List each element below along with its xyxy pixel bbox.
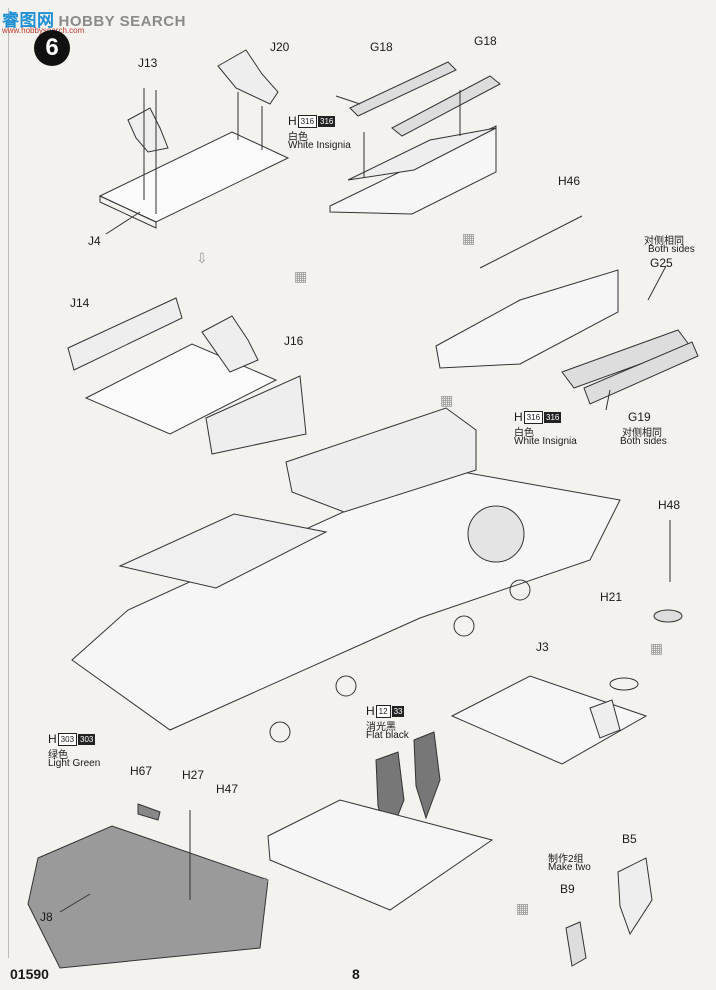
- part-label-h27: H27: [182, 768, 205, 782]
- part-label-j3: J3: [536, 640, 549, 654]
- paint-name-cn: 白色: [514, 428, 534, 439]
- flow-arrow-icon: ▦: [650, 640, 664, 656]
- part-label-j16: J16: [284, 334, 304, 348]
- watermark-cn: 睿图网: [2, 11, 55, 30]
- flow-arrow-icon: ⇨: [258, 872, 270, 888]
- part-label-b5: B5: [622, 832, 637, 846]
- paint-name-cn: 白色: [288, 132, 308, 143]
- page-frame: [8, 8, 709, 958]
- note-both-sides-en: Both sides: [648, 244, 695, 255]
- flow-arrow-icon: ▦: [462, 230, 476, 246]
- part-label-j20: J20: [270, 40, 290, 54]
- step-number-badge: 6: [34, 30, 70, 66]
- part-label-h21: H21: [600, 590, 623, 604]
- paint-name-cn: 绿色: [48, 750, 68, 761]
- part-label-h46: H46: [558, 174, 581, 188]
- flow-arrow-down-icon: ⇩: [196, 250, 208, 266]
- paint-name-cn: 消光黑: [366, 722, 396, 733]
- part-label-g19: G19: [628, 410, 651, 424]
- paint-name-en: Flat black: [366, 730, 409, 741]
- note-both-sides-en: Both sides: [620, 436, 667, 447]
- watermark-url: www.hobbysearch.com: [2, 26, 85, 35]
- paint-name-en: White Insignia: [288, 140, 351, 151]
- note-make-two-en: Make two: [548, 862, 591, 873]
- part-label-g25: G25: [650, 256, 673, 270]
- flow-arrow-icon: ▦: [516, 900, 530, 916]
- part-label-h48: H48: [658, 498, 681, 512]
- part-label-j13: J13: [138, 56, 158, 70]
- flow-arrow-icon: ▦: [294, 268, 308, 284]
- part-label-b9: B9: [560, 882, 575, 896]
- part-label-h67: H67: [130, 764, 153, 778]
- part-label-g18: G18: [370, 40, 393, 54]
- flow-arrow-icon: ▦: [440, 392, 454, 408]
- page-number: 8: [352, 966, 360, 982]
- part-label-j14: J14: [70, 296, 90, 310]
- note-both-sides-cn: 对侧相同: [644, 236, 684, 247]
- note-make-two-cn: 制作2组: [548, 854, 584, 865]
- part-label-g18: G18: [474, 34, 497, 48]
- part-label-h47: H47: [216, 782, 239, 796]
- watermark-en: HOBBY SEARCH: [58, 13, 186, 30]
- part-label-j8: J8: [40, 910, 53, 924]
- paint-name-en: White Insignia: [514, 436, 577, 447]
- part-label-j4: J4: [88, 234, 101, 248]
- paint-name-en: Light Green: [48, 758, 101, 769]
- kit-number: 01590: [10, 966, 49, 982]
- note-both-sides-cn: 对侧相同: [622, 428, 662, 439]
